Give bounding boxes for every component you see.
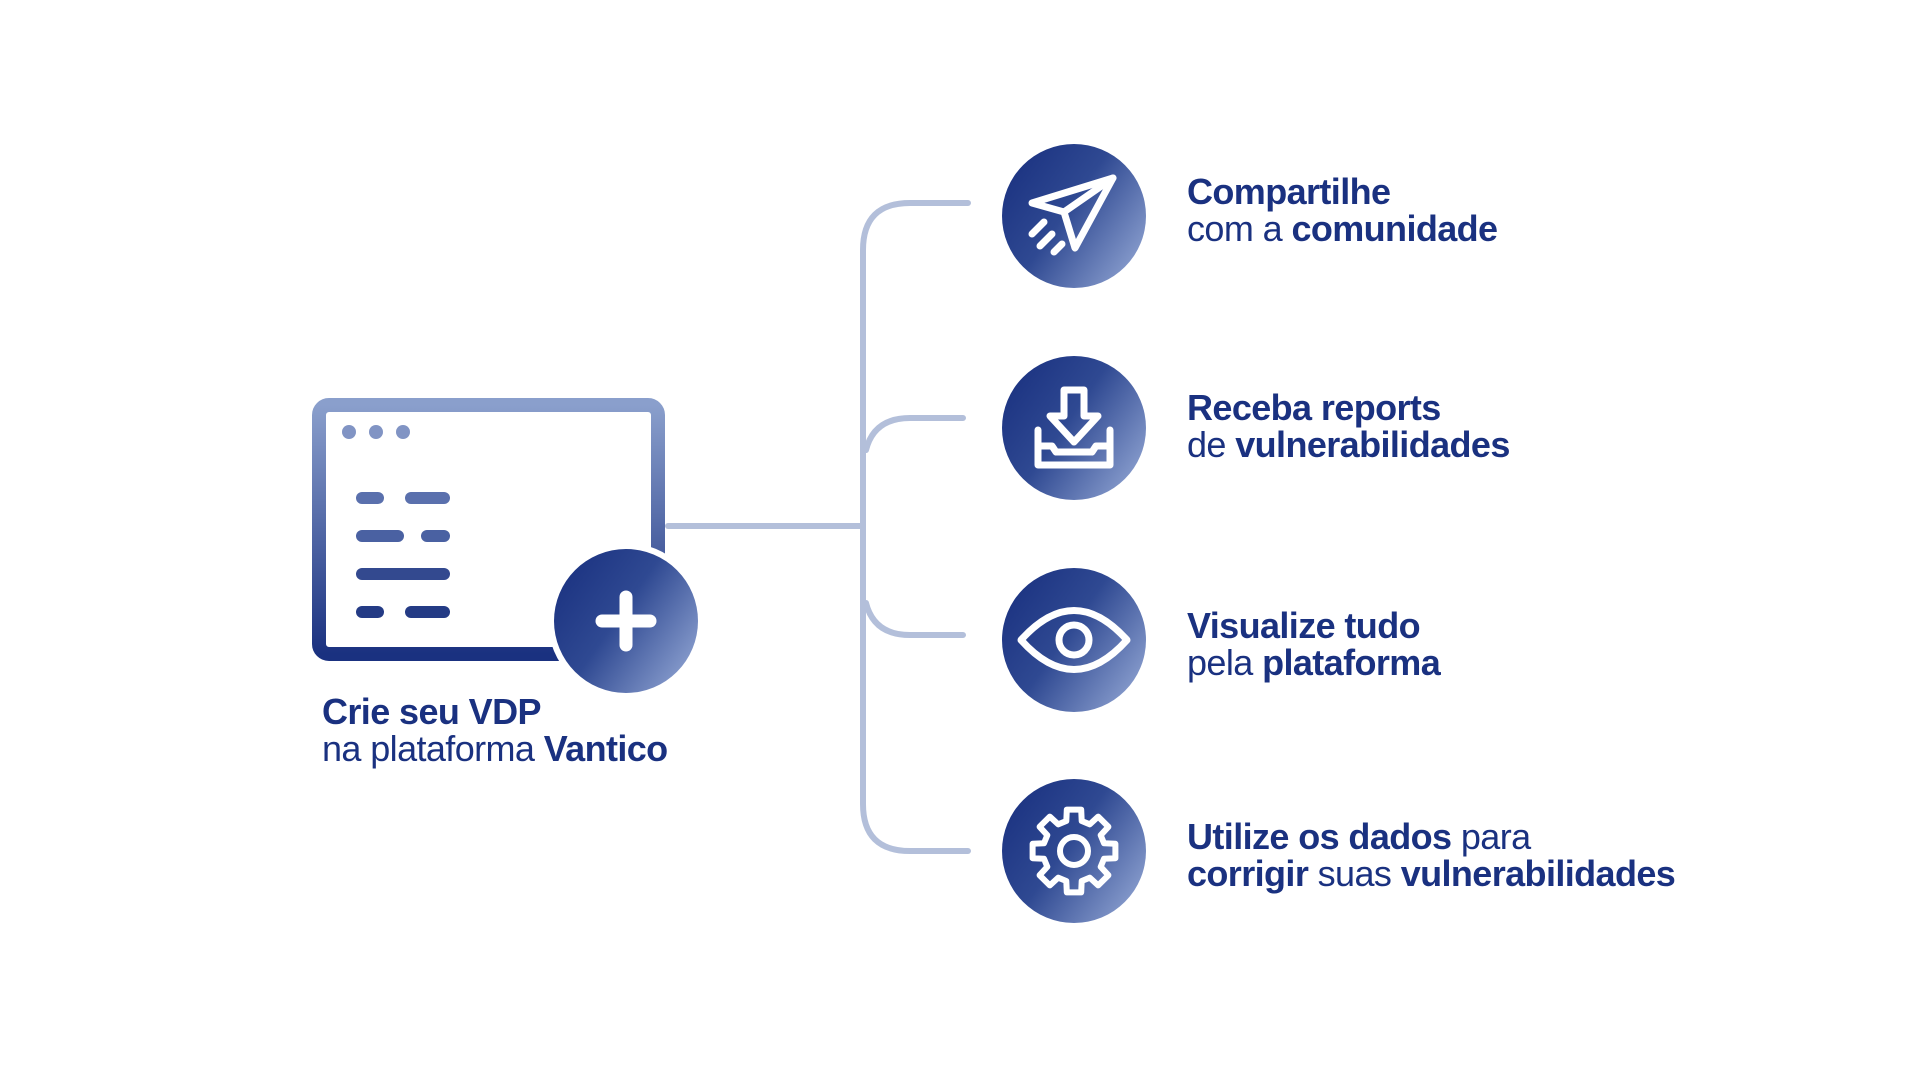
source-label: Crie seu VDP na plataforma Vantico [322,693,668,767]
step-4-circle [1002,779,1146,923]
step-4-line-1: Utilize os dados para [1187,818,1675,855]
step-1-text-regular: com a [1187,208,1292,249]
step-2-line-1: Receba reports [1187,389,1510,426]
step-3-line-1: Visualize tudo [1187,607,1440,644]
step-1-line-2: com a comunidade [1187,208,1498,249]
connector-branch-1 [860,200,971,854]
step-1-text-bold: comunidade [1291,208,1498,249]
step-3-label: Visualize tudo pela plataforma [1187,607,1441,683]
step-3-text-bold: plataforma [1262,642,1441,683]
source-title: Crie seu VDP [322,691,541,732]
paper-plane-icon [1028,174,1117,256]
source-subtitle-brand: Vantico [543,728,668,769]
download-tray-icon [1034,386,1114,469]
eye-icon [1017,607,1131,673]
step-4-text-regular: suas [1308,853,1401,894]
step-3-line-2: pela plataforma [1187,642,1441,683]
connector-branch-2 [863,415,966,453]
step-2-title: Receba reports [1187,387,1441,428]
step-1-line-1: Compartilhe [1187,173,1497,210]
step-3-circle [1002,568,1146,712]
step-4-text-bold-2: vulnerabilidades [1400,853,1676,894]
step-2-text-regular: de [1187,424,1236,465]
connector-branch-3 [863,600,966,638]
step-4-text-bold: corrigir [1187,853,1309,894]
step-1-title: Compartilhe [1187,171,1391,212]
step-4-label: Utilize os dados para corrigir suas vuln… [1187,818,1676,894]
source-subtitle-regular: na plataforma [322,728,544,769]
plus-icon [595,590,657,652]
step-2-label: Receba reports de vulnerabilidades [1187,389,1510,463]
browser-window-icon [312,398,665,661]
connector-lines [665,200,971,854]
plus-badge [548,543,704,699]
step-4-title-regular: para [1451,816,1531,857]
step-1-circle [1002,144,1146,288]
source-label-line-2: na plataforma Vantico [322,730,668,767]
step-2-text-bold: vulnerabilidades [1235,424,1510,465]
gear-icon [1029,806,1119,896]
step-2-line-2: de vulnerabilidades [1187,426,1510,463]
source-label-line-1: Crie seu VDP [322,693,668,730]
step-1-label: Compartilhe com a comunidade [1187,173,1498,249]
step-3-title: Visualize tudo [1187,605,1421,646]
step-3-text-regular: pela [1187,642,1263,683]
step-4-title: Utilize os dados [1187,816,1452,857]
step-2-circle [1002,356,1146,500]
step-4-line-2: corrigir suas vulnerabilidades [1187,853,1676,894]
